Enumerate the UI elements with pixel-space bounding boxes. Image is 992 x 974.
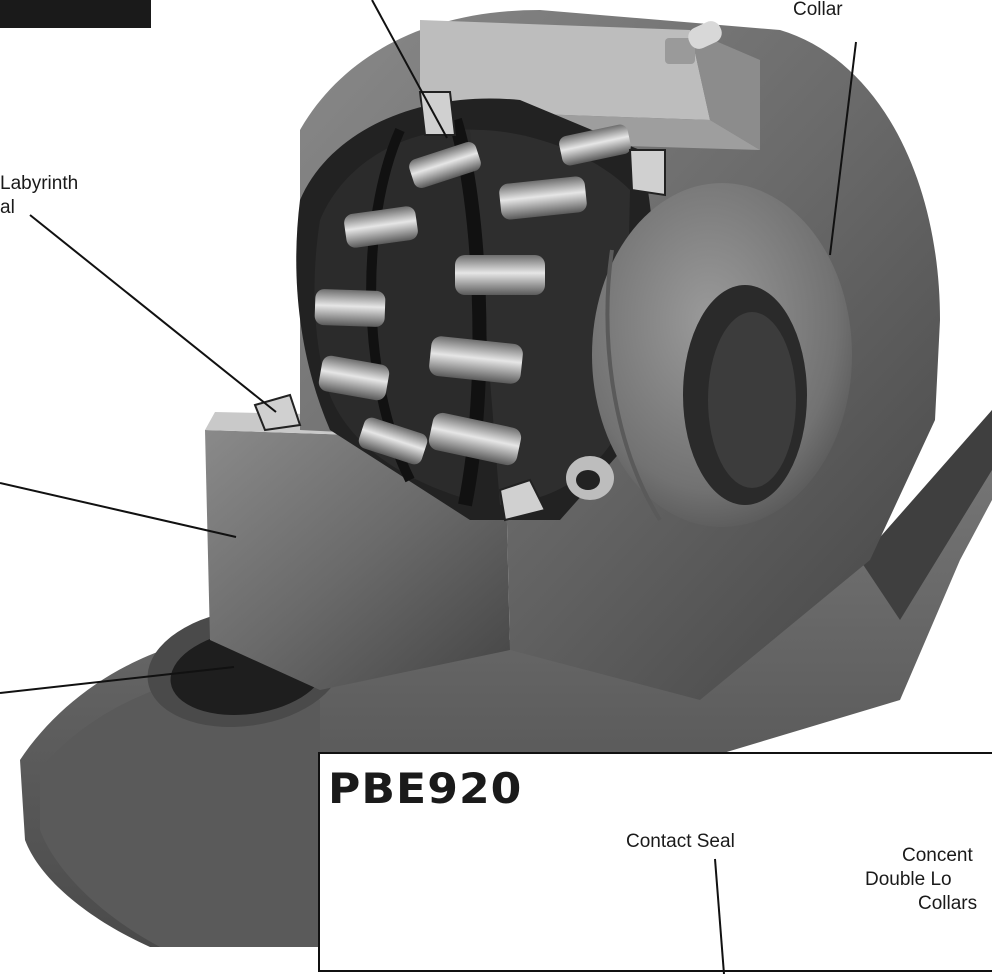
rollers [314,124,631,466]
roller-right-5 [428,412,522,466]
roller-right-4 [429,336,523,384]
roller-left-4 [318,355,390,401]
label-concentric-line2: Double Lo [865,869,952,890]
inset-model-title: PBE920 [328,764,523,813]
roller-right-3 [455,255,545,295]
inset-panel: PBE920 Contact Seal Concent Double Lo Co… [318,752,992,974]
section-tab [0,0,151,28]
label-collar: Collar [793,0,843,20]
roller-left-5 [358,417,428,465]
grease-fitting [665,21,722,64]
roller-left-2 [344,206,418,248]
callout-leaders [0,0,857,694]
label-concentric-line1: Concent [902,845,973,866]
roller-left-3 [314,289,386,327]
leader-top-roller [371,0,448,139]
label-concentric-line3: Collars [918,893,978,914]
roller-right-2 [499,176,587,220]
set-screw [566,456,614,500]
label-labyrinth-line1: Labyrinth [0,173,79,194]
roller-right-1 [559,124,631,166]
leader-housing [0,482,237,538]
label-contact-seal: Contact Seal [626,831,735,852]
leader-collar [829,41,857,256]
roller-left-1 [409,141,481,189]
label-labyrinth-line2: al [0,197,15,218]
locking-collar [592,183,852,527]
leader-bolt-slot [0,666,235,694]
inset-leaders [714,858,725,974]
housing-base [20,410,992,947]
leader-labyrinth-seal [29,214,277,413]
pillow-block-bearing-diagram [0,0,992,947]
leader-contact-seal [714,858,725,974]
